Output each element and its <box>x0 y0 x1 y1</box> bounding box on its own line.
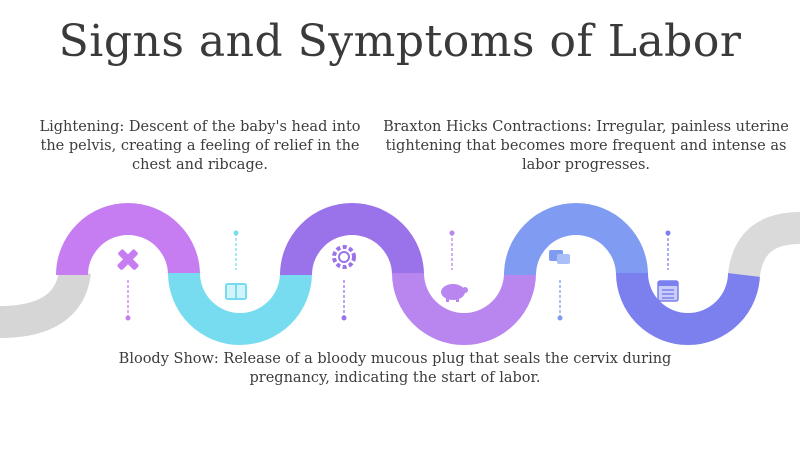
dot-3 <box>341 315 347 321</box>
book-icon <box>225 283 247 300</box>
calendar-icon <box>657 280 679 302</box>
page-title: Signs and Symptoms of Labor <box>58 16 742 67</box>
note-braxton-hicks: Braxton Hicks Contractions: Irregular, p… <box>383 119 789 173</box>
wave-segment-blue <box>504 203 648 276</box>
wave-segment-purple <box>280 203 424 276</box>
wave-segment-gray-left <box>0 268 91 338</box>
wave-segment-violet-1 <box>56 203 200 276</box>
cross-icon <box>117 249 139 270</box>
note-bloody-show: Bloody Show: Release of a bloody mucous … <box>118 351 672 386</box>
dot-1 <box>125 315 131 321</box>
dot-6 <box>665 230 671 236</box>
gear-icon <box>332 245 356 269</box>
wave-segment-indigo <box>616 272 760 345</box>
wave-segment-violet-2 <box>392 272 536 345</box>
wave-segment-cyan <box>168 272 312 345</box>
dot-4 <box>449 230 455 236</box>
wave-segment-gray-right <box>728 212 800 278</box>
chat-icon <box>549 250 570 264</box>
note-lightening: Lightening: Descent of the baby's head i… <box>39 119 361 173</box>
piggy-bank-icon <box>441 284 468 302</box>
dot-5 <box>557 315 563 321</box>
dot-2 <box>233 230 239 236</box>
